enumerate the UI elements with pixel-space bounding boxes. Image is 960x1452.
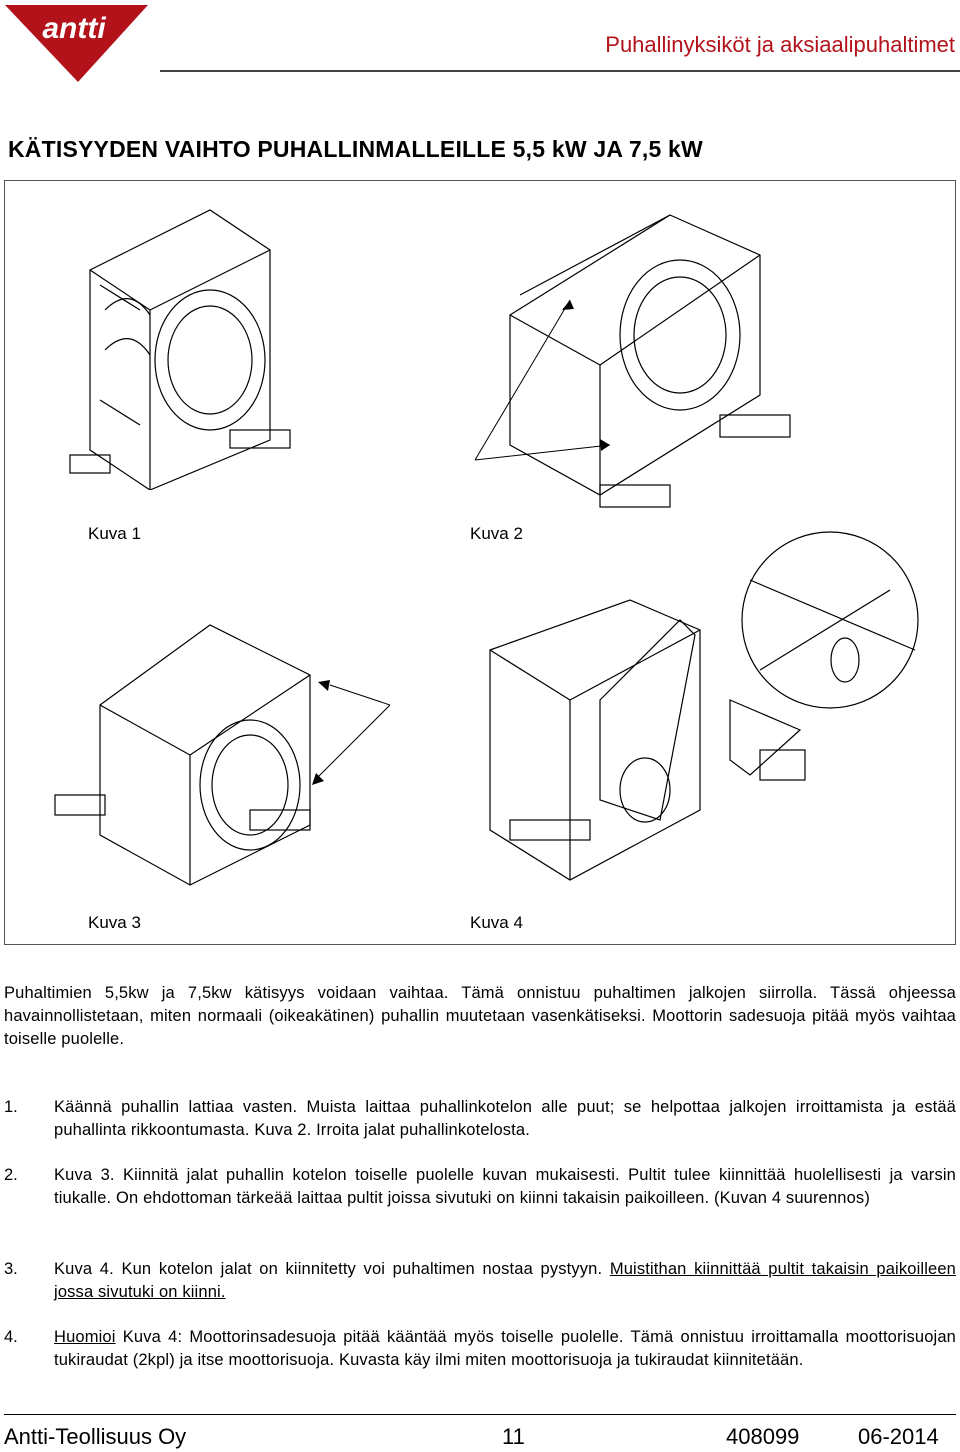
step-text-plain: Kuva 4. Kun kotelon jalat on kiinnitetty… — [54, 1260, 610, 1278]
figure-caption-4: Kuva 4 — [470, 913, 523, 932]
footer-divider — [4, 1414, 956, 1415]
step-number: 2. — [4, 1166, 18, 1184]
step-text: Käännä puhallin lattiaa vasten. Muista l… — [54, 1098, 956, 1139]
fan-unit-drawing-4 — [489, 531, 919, 881]
fan-unit-drawing-2 — [474, 214, 791, 508]
page-title: KÄTISYYDEN VAIHTO PUHALLINMALLEILLE 5,5 … — [8, 136, 703, 162]
step-text: Kuva 4. Kun kotelon jalat on kiinnitetty… — [54, 1258, 956, 1304]
figure-panel — [4, 180, 956, 945]
step-text: Kuva 3. Kiinnitä jalat puhallin kotelon … — [54, 1166, 956, 1207]
footer-company: Antti-Teollisuus Oy — [4, 1424, 187, 1449]
brand-logo: antti — [5, 5, 148, 82]
footer-page-number: 11 — [502, 1424, 525, 1449]
step-number: 4. — [4, 1328, 18, 1346]
header-title: Puhallinyksiköt ja aksiaalipuhaltimet — [605, 32, 955, 57]
step-text-underlined: Muistithan kiinnittää pultit takaisin pa… — [54, 1260, 957, 1301]
step-number: 1. — [4, 1098, 18, 1116]
step-text: Huomioi Kuva 4: Moottorinsadesuoja pitää… — [54, 1326, 956, 1372]
step-number: 3. — [4, 1260, 18, 1278]
step-text-underlined: Huomioi — [54, 1328, 116, 1346]
intro-paragraph: Puhaltimien 5,5kw ja 7,5kw kätisyys void… — [4, 984, 956, 1048]
figure-caption-3: Kuva 3 — [88, 913, 141, 932]
footer-doc-number: 408099 — [726, 1424, 800, 1449]
header-divider — [160, 70, 960, 72]
logo-text: antti — [42, 12, 106, 45]
fan-unit-drawing-1 — [69, 209, 291, 490]
footer-date: 06-2014 — [858, 1424, 939, 1449]
step-text-plain: Kuva 4: Moottorinsadesuoja pitää kääntää… — [54, 1328, 956, 1369]
figure-caption-1: Kuva 1 — [88, 524, 141, 543]
fan-unit-drawing-3 — [54, 624, 390, 886]
figure-caption-2: Kuva 2 — [470, 524, 523, 543]
